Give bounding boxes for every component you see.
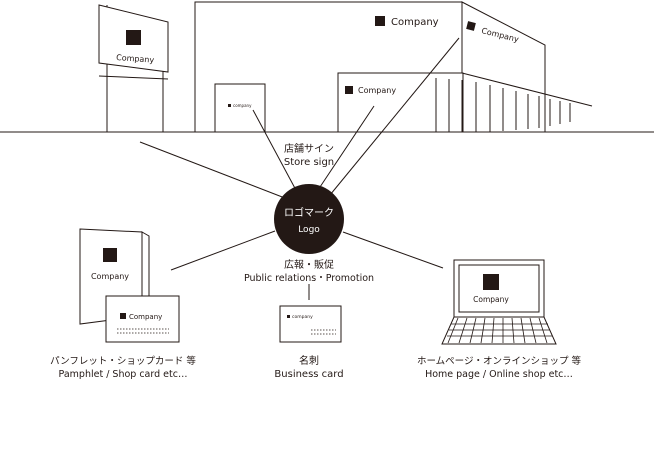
facade-company-text: Company [391, 17, 439, 28]
business-card-label-jp: 名刺 [299, 356, 319, 367]
sidewall-logo-mark [466, 21, 476, 31]
logo-label-jp: ロゴマーク [284, 206, 334, 219]
business-card-logo-mark [287, 315, 290, 318]
pole-sign-logo-mark [126, 30, 141, 45]
homepage-label-jp: ホームページ・オンラインショップ 等 [416, 356, 582, 367]
promotion-label-jp: 広報・販促 [284, 260, 334, 271]
promotion-caption: 広報・販促 Public relations・Promotion [219, 259, 399, 285]
facade-logo-mark [375, 16, 385, 26]
pamphlet-logo-mark [103, 248, 117, 262]
homepage-caption: ホームページ・オンラインショップ 等 Home page / Online sh… [392, 355, 606, 381]
store-building [194, 1, 546, 133]
business-card-label-en: Business card [274, 369, 344, 380]
laptop-keyboard [447, 317, 552, 344]
business-card-company-text: company [292, 315, 313, 320]
shop-card-company-text: Company [129, 313, 162, 321]
store-sign-label-en: Store sign [283, 157, 335, 168]
logo-label-en: Logo [298, 225, 320, 235]
annex-company-text: Company [358, 86, 396, 95]
shop-card-logo-mark [120, 313, 126, 319]
homepage-label-en: Home page / Online shop etc… [425, 369, 573, 380]
pamphlet-label-jp: パンフレット・ショップカード 等 [50, 356, 196, 367]
door-company-text: company [233, 103, 252, 108]
laptop-company-text: Company [473, 295, 509, 304]
business-card-caption: 名刺 Business card [259, 355, 359, 381]
door-logo-mark [228, 104, 231, 107]
store-sign-label-jp: 店舗サイン [284, 144, 334, 155]
promotion-label-en: Public relations・Promotion [243, 273, 375, 284]
business-card [279, 305, 342, 343]
shop-card [105, 295, 180, 343]
annex-logo-mark [345, 86, 353, 94]
laptop-logo-mark [483, 274, 499, 290]
pole-sign [98, 4, 169, 132]
annex-extension [435, 72, 593, 132]
pole-sign-company-text: Company [116, 53, 155, 65]
pamphlet-label-en: Pamphlet / Shop card etc… [58, 369, 188, 380]
connector-lines [139, 37, 460, 300]
pamphlet-company-text: Company [91, 272, 129, 281]
logo-circle [274, 184, 344, 254]
pamphlet-caption: パンフレット・ショップカード 等 Pamphlet / Shop card et… [18, 355, 228, 381]
store-sign-caption: 店舗サイン Store sign [259, 143, 359, 169]
